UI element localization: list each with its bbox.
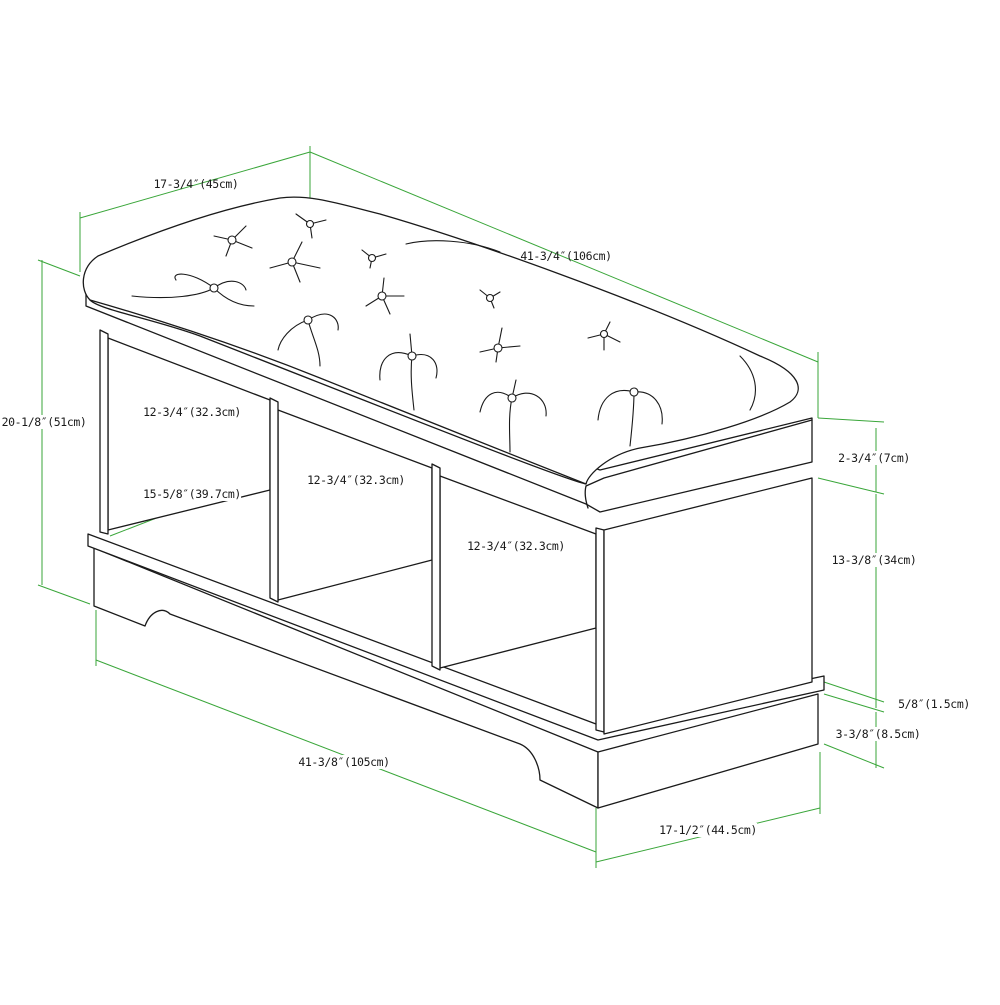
right-front-edge bbox=[595, 527, 605, 733]
cubby-width-middle-label: 12-3/4″(32.3cm) bbox=[307, 473, 405, 487]
seat-width-label: 41-3/4″(106cm) bbox=[520, 249, 612, 263]
base-plinth-side bbox=[597, 693, 819, 809]
seat-cushion bbox=[82, 196, 799, 485]
overall-height-label: 20-1/8″(51cm) bbox=[1, 415, 87, 429]
cubby-height-label: 13-3/8″(34cm) bbox=[831, 553, 917, 567]
base-plinth bbox=[93, 547, 599, 809]
cubby-width-left-label: 12-3/4″(32.3cm) bbox=[143, 405, 241, 419]
cushion-height-label: 2-3/4″(7cm) bbox=[838, 451, 910, 465]
base-depth-label: 17-1/2″(44.5cm) bbox=[659, 823, 757, 837]
cubby-depth-label: 15-5/8″(39.7cm) bbox=[143, 487, 241, 501]
base-width-label: 41-3/8″(105cm) bbox=[298, 755, 390, 769]
divider-right bbox=[431, 463, 441, 671]
base-height-label: 3-3/8″(8.5cm) bbox=[835, 727, 921, 741]
shelf-thickness-label: 5/8″(1.5cm) bbox=[898, 697, 970, 711]
bench-body bbox=[85, 285, 825, 809]
right-side-panel bbox=[603, 477, 813, 735]
divider-left bbox=[269, 397, 279, 603]
cubby-width-right-label: 12-3/4″(32.3cm) bbox=[467, 539, 565, 553]
left-side-panel bbox=[99, 329, 109, 535]
tufts bbox=[131, 213, 756, 453]
cushion-outline bbox=[82, 196, 799, 485]
seat-depth-label: 17-3/4″(45cm) bbox=[153, 177, 239, 191]
